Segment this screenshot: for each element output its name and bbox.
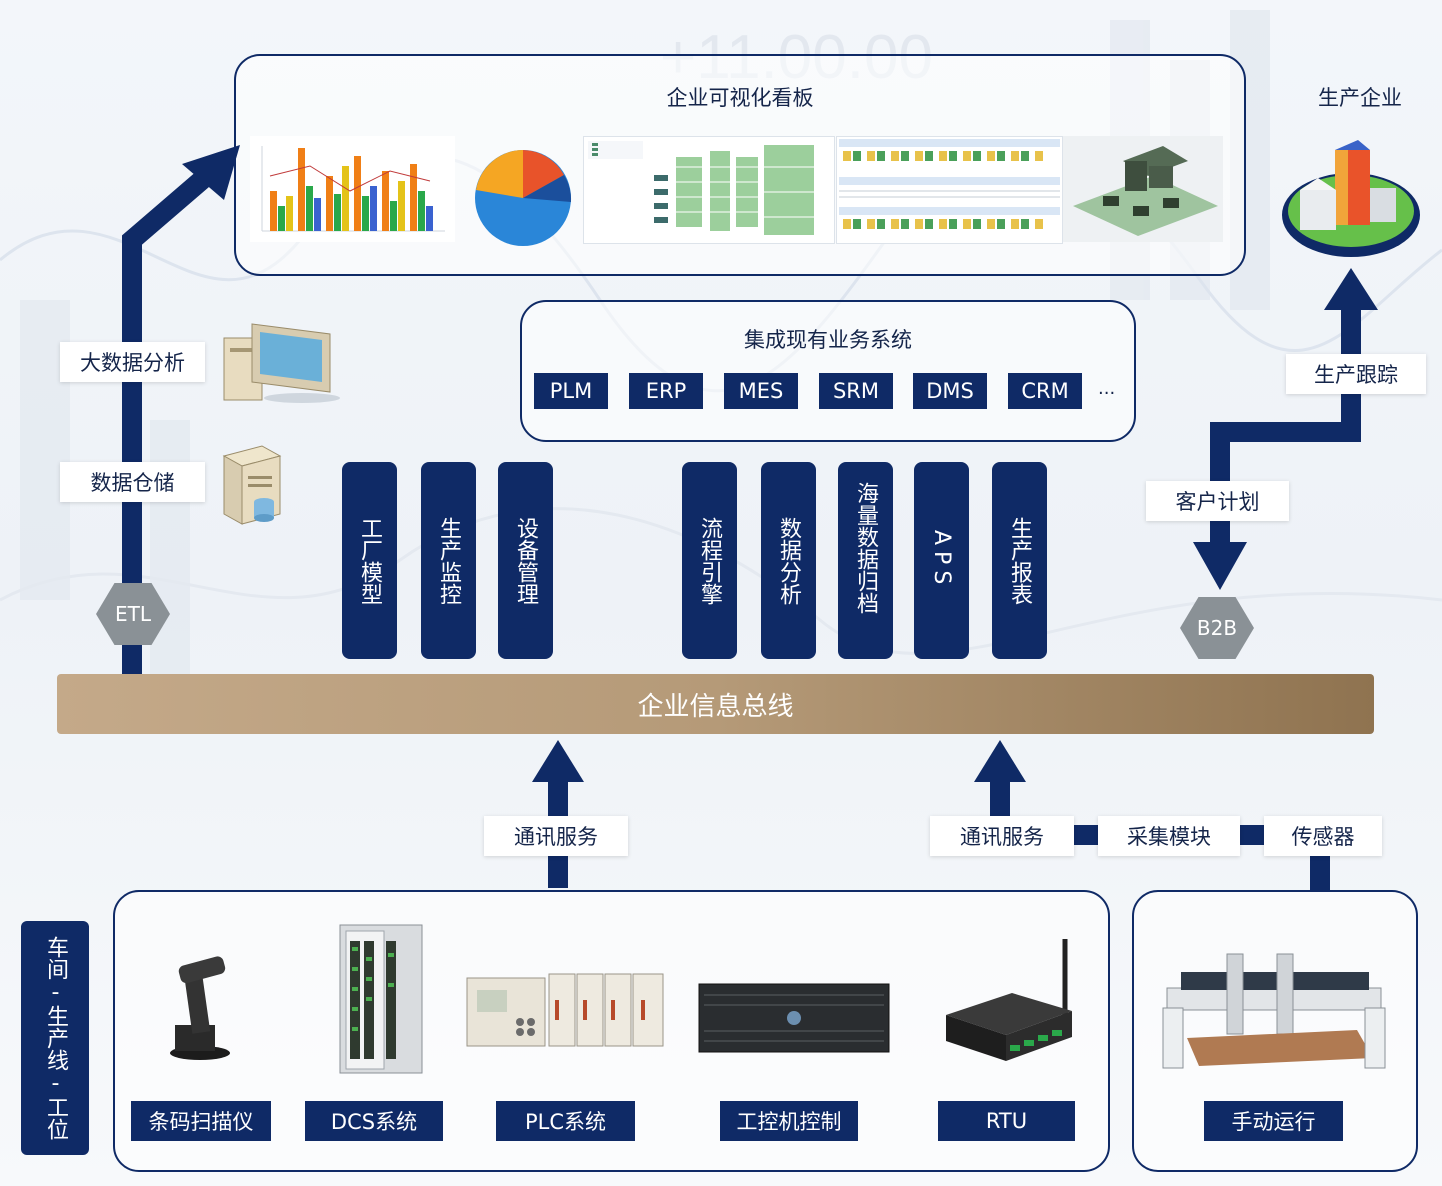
comm-arrow-left [532, 740, 584, 888]
systems-ellipsis: ... [1098, 378, 1116, 399]
dashboard-title: 企业可视化看板 [666, 86, 814, 110]
data-storage-label: 数据仓储 [60, 462, 205, 502]
comm-service-right-label: 通讯服务 [930, 816, 1074, 856]
sensor-label: 传感器 [1264, 816, 1382, 856]
enterprise-info-bus: 企业信息总线 [57, 674, 1374, 734]
production-tracking-label: 生产跟踪 [1286, 354, 1426, 394]
device-barcode-scanner[interactable]: 条码扫描仪 [131, 1101, 271, 1141]
existing-systems-panel: 集成现有业务系统 [520, 300, 1136, 442]
barcode-scanner-icon [170, 956, 230, 1060]
module-production-monitoring[interactable]: 生产监控 [421, 462, 476, 659]
3d-factory-thumbnail [1063, 136, 1223, 242]
system-srm[interactable]: SRM [819, 373, 893, 409]
left-flow-arrow [122, 145, 240, 675]
system-plm[interactable]: PLM [534, 373, 608, 409]
system-crm[interactable]: CRM [1008, 373, 1082, 409]
right-flow-arrows [1193, 268, 1378, 590]
system-erp[interactable]: ERP [629, 373, 703, 409]
module-data-analysis[interactable]: 数据分析 [761, 462, 816, 659]
big-data-label: 大数据分析 [60, 342, 205, 382]
device-rtu[interactable]: RTU [938, 1101, 1075, 1141]
enterprise-title: 生产企业 [1318, 86, 1402, 110]
comm-service-left-label: 通讯服务 [484, 816, 628, 856]
module-data-archiving[interactable]: 海量数据归档 [838, 462, 893, 659]
module-factory-model[interactable]: 工厂模型 [342, 462, 397, 659]
shop-floor-side-label: 车间-生产线-工位 [21, 921, 89, 1155]
database-server-icon [222, 445, 282, 525]
plc-system-icon [466, 973, 664, 1047]
module-production-report[interactable]: 生产报表 [992, 462, 1047, 659]
module-equipment-management[interactable]: 设备管理 [498, 462, 553, 659]
module-aps[interactable]: APS [914, 462, 969, 659]
industrial-pc-icon [698, 983, 890, 1053]
sensor-connector-line [1310, 852, 1330, 892]
layout-thumbnail [583, 136, 835, 244]
pie-chart-thumbnail [475, 150, 572, 246]
device-plc-system[interactable]: PLC系统 [496, 1101, 635, 1141]
system-dms[interactable]: DMS [913, 373, 987, 409]
rtu-device-icon [946, 939, 1072, 1061]
device-dcs-system[interactable]: DCS系统 [305, 1101, 443, 1141]
device-industrial-pc[interactable]: 工控机控制 [720, 1101, 858, 1141]
b2b-hexagon: B2B [1180, 597, 1254, 659]
cnc-machine-icon [1162, 953, 1386, 1069]
module-process-engine[interactable]: 流程引擎 [682, 462, 737, 659]
dcs-cabinet-icon [339, 924, 423, 1074]
computer-icon [223, 323, 340, 403]
collection-module-label: 采集模块 [1098, 816, 1240, 856]
factory-building-icon [1282, 140, 1420, 257]
customer-plan-label: 客户计划 [1146, 481, 1289, 521]
table-thumbnail [836, 136, 1063, 244]
device-manual-operation[interactable]: 手动运行 [1204, 1101, 1343, 1141]
existing-systems-title: 集成现有业务系统 [744, 328, 912, 352]
bar-chart-thumbnail [250, 136, 455, 242]
system-mes[interactable]: MES [724, 373, 798, 409]
